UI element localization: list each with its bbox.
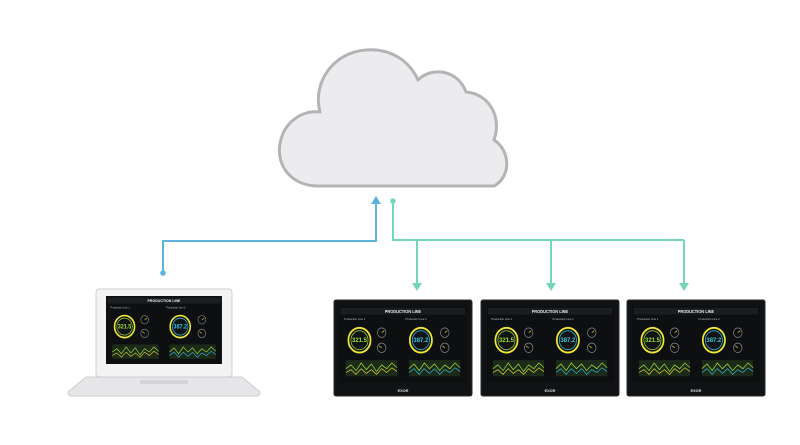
upload-connector [160,196,381,276]
hmi-panel-3: EXOR [626,299,766,397]
panel-brand-label: EXOR [545,389,556,393]
upload-arrow-icon [371,196,381,204]
hmi-panel-1: EXOR [333,299,473,397]
hmi-panel-2: EXOR [480,299,620,397]
download-arrow-icon [546,283,556,291]
panel-brand-label: EXOR [398,389,409,393]
laptop-dashboard-screen [105,295,223,365]
download-arrow-icon [412,283,422,291]
laptop-icon [67,288,261,397]
cloud-icon [277,48,509,188]
download-connector [390,198,689,291]
panel-brand-label: EXOR [691,389,702,393]
download-arrow-icon [679,283,689,291]
